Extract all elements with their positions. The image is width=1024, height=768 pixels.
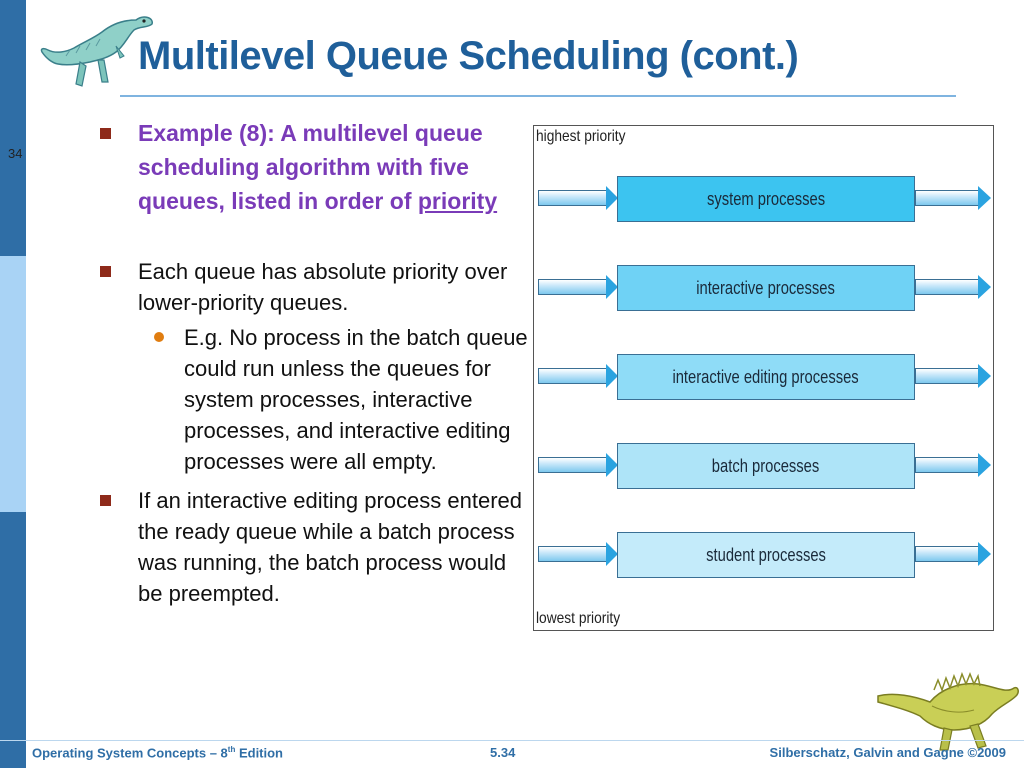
arrow-head-icon bbox=[606, 364, 618, 388]
queue-box: student processes bbox=[617, 532, 915, 578]
square-bullet-icon bbox=[100, 128, 111, 139]
queue-row: interactive processes bbox=[534, 265, 993, 311]
lowest-priority-label: lowest priority bbox=[536, 610, 621, 627]
dinosaur-icon bbox=[877, 671, 1019, 751]
footer-authors: Silberschatz, Galvin and Gagne ©2009 bbox=[769, 745, 1006, 760]
round-bullet-icon bbox=[154, 332, 164, 342]
outgoing-arrow bbox=[915, 457, 978, 473]
bullet-example: Example (8): A multilevel queue scheduli… bbox=[100, 116, 530, 218]
footer-page-number: 5.34 bbox=[490, 745, 516, 760]
arrow-head-icon bbox=[606, 453, 618, 477]
page-title: Multilevel Queue Scheduling (cont.) bbox=[138, 34, 799, 78]
priority-link[interactable]: priority bbox=[417, 188, 498, 214]
bullet-absolute-priority: Each queue has absolute priority over lo… bbox=[100, 256, 530, 318]
queue-row: interactive editing processes bbox=[534, 354, 993, 400]
incoming-arrow bbox=[538, 546, 607, 562]
queue-box: batch processes bbox=[617, 443, 915, 489]
outgoing-arrow bbox=[915, 279, 978, 295]
arrow-head-icon bbox=[978, 186, 991, 210]
sub-bullet-example: E.g. No process in the batch queue could… bbox=[100, 322, 530, 477]
queue-box: system processes bbox=[617, 176, 915, 222]
incoming-arrow bbox=[538, 279, 607, 295]
queue-label: system processes bbox=[706, 188, 826, 209]
outgoing-arrow bbox=[915, 368, 978, 384]
arrow-head-icon bbox=[606, 275, 618, 299]
bullet-text: If an interactive editing process entere… bbox=[138, 488, 523, 606]
arrow-head-icon bbox=[978, 542, 991, 566]
incoming-arrow bbox=[538, 190, 607, 206]
arrow-head-icon bbox=[606, 186, 618, 210]
arrow-head-icon bbox=[978, 453, 991, 477]
square-bullet-icon bbox=[100, 266, 111, 277]
bullet-text: Each queue has absolute priority over lo… bbox=[138, 259, 508, 315]
queue-label: batch processes bbox=[712, 455, 820, 476]
left-stripe-bottom bbox=[0, 512, 26, 768]
footer-course: Operating System Concepts – 8th Edition bbox=[32, 745, 284, 761]
incoming-arrow bbox=[538, 457, 607, 473]
arrow-head-icon bbox=[978, 275, 991, 299]
outgoing-arrow bbox=[915, 190, 978, 206]
queue-diagram: highest priority system processes interac… bbox=[533, 125, 994, 631]
queue-box: interactive processes bbox=[617, 265, 915, 311]
slide-number: 34 bbox=[8, 146, 23, 161]
left-stripe-top bbox=[0, 0, 26, 256]
queue-label: student processes bbox=[706, 544, 826, 565]
outgoing-arrow bbox=[915, 546, 978, 562]
queue-label: interactive editing processes bbox=[672, 366, 860, 387]
square-bullet-icon bbox=[100, 495, 111, 506]
queue-row: system processes bbox=[534, 176, 993, 222]
queue-row: student processes bbox=[534, 532, 993, 578]
arrow-head-icon bbox=[606, 542, 618, 566]
title-divider bbox=[120, 95, 956, 97]
arrow-head-icon bbox=[978, 364, 991, 388]
incoming-arrow bbox=[538, 368, 607, 384]
bullet-preemption: If an interactive editing process entere… bbox=[100, 485, 530, 609]
queue-label: interactive processes bbox=[696, 277, 836, 298]
footer-divider bbox=[0, 740, 1024, 741]
queue-row: batch processes bbox=[534, 443, 993, 489]
bullet-text: Example (8): A multilevel queue scheduli… bbox=[138, 120, 483, 214]
content-area: Example (8): A multilevel queue scheduli… bbox=[100, 116, 530, 609]
left-stripe-middle bbox=[0, 256, 26, 512]
dinosaur-icon bbox=[40, 16, 153, 87]
highest-priority-label: highest priority bbox=[536, 128, 626, 145]
sub-bullet-text: E.g. No process in the batch queue could… bbox=[184, 325, 528, 474]
queue-box: interactive editing processes bbox=[617, 354, 915, 400]
